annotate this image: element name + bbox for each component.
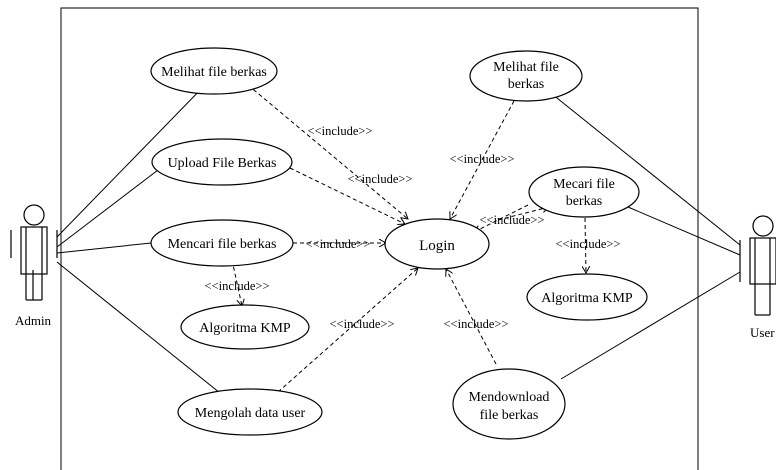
assoc-admin-manage: [56, 261, 221, 394]
use-case-label: berkas: [508, 77, 545, 92]
assoc-user-view: [546, 89, 741, 246]
use-case-label: Mendownload: [469, 390, 550, 405]
use-case-label: Upload File Berkas: [168, 156, 277, 171]
dep-user-download-login: [446, 269, 497, 365]
actor-user[interactable]: User: [739, 215, 776, 340]
use-case-admin-view[interactable]: Melihat file berkas: [150, 47, 278, 95]
include-label-admin-view: <<include>>: [308, 124, 373, 138]
use-case-label: Algoritma KMP: [199, 321, 291, 336]
dep-user-search-kmp: [585, 217, 586, 273]
use-case-label: Mencari file berkas: [168, 237, 277, 252]
use-case-label: Melihat file berkas: [161, 65, 267, 80]
assoc-admin-view: [56, 83, 207, 238]
use-case-admin-search[interactable]: Mencari file berkas: [150, 219, 294, 267]
assoc-admin-upload: [56, 169, 159, 248]
assoc-admin-search: [56, 242, 152, 254]
associations: [56, 83, 741, 394]
assoc-user-download: [560, 271, 741, 380]
include-dependencies: [231, 84, 586, 393]
actor-admin[interactable]: Admin: [10, 204, 58, 328]
include-label-user-download: <<include>>: [444, 317, 509, 331]
use-case-label: Mecari file: [553, 177, 615, 192]
system-boundary: [60, 7, 699, 470]
use-case-label: file berkas: [480, 408, 539, 423]
dep-admin-manage-login: [277, 268, 418, 393]
use-case-user-search[interactable]: Mecari file berkas: [528, 166, 640, 218]
assoc-user-search: [627, 206, 741, 256]
include-label-admin-upload: <<include>>: [348, 172, 413, 186]
include-label-admin-manage: <<include>>: [330, 317, 395, 331]
use-case-user-download[interactable]: Mendownload file berkas: [452, 368, 566, 440]
use-case-user-kmp[interactable]: Algoritma KMP: [526, 273, 648, 321]
include-labels: <<include>> <<include>> <<include>> <<in…: [205, 124, 621, 331]
use-case-label: Mengolah data user: [195, 406, 306, 421]
use-case-admin-upload[interactable]: Upload File Berkas: [151, 138, 293, 186]
include-label-user-view: <<include>>: [450, 152, 515, 166]
actor-head: [23, 204, 45, 226]
dep-login-user-search: [497, 207, 549, 221]
actor-body: [749, 237, 776, 285]
use-case-label: Algoritma KMP: [541, 291, 633, 306]
use-case-admin-manage[interactable]: Mengolah data user: [177, 388, 323, 436]
use-case-user-view[interactable]: Melihat file berkas: [469, 50, 583, 102]
include-label-admin-search-kmp: <<include>>: [205, 279, 270, 293]
dep-user-search-login: [474, 204, 529, 232]
include-label-user-search-kmp: <<include>>: [556, 237, 621, 251]
actor-admin-label: Admin: [15, 313, 52, 328]
use-case-label: Melihat file: [493, 60, 559, 75]
dep-user-view-login: [450, 100, 515, 219]
dep-admin-upload-login: [289, 167, 405, 224]
use-case-label: berkas: [566, 194, 603, 209]
use-case-label: Login: [419, 238, 455, 254]
include-label-admin-search: <<include>>: [306, 237, 371, 251]
include-label-user-search-login: <<include>>: [480, 213, 545, 227]
actor-user-label: User: [750, 325, 775, 340]
actor-body: [20, 226, 48, 275]
dep-admin-search-kmp: [231, 259, 242, 306]
use-case-login[interactable]: Login: [384, 218, 490, 270]
use-case-admin-kmp[interactable]: Algoritma KMP: [180, 304, 310, 350]
actor-head: [752, 215, 774, 237]
